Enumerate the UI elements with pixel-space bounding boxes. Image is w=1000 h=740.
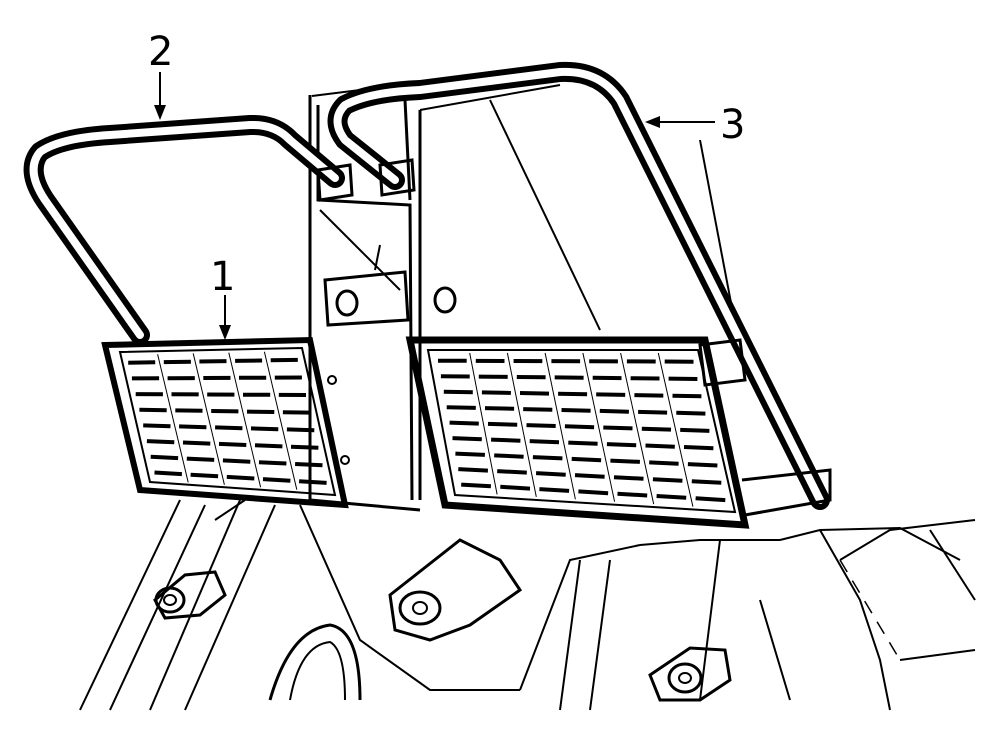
pivot-bracket-left [153, 570, 227, 620]
chassis-frame [79, 499, 976, 711]
pivot-bracket-center [388, 538, 523, 642]
cab-panel [308, 79, 741, 512]
step-left-grating [128, 351, 327, 490]
frame-arch [268, 623, 362, 701]
callout-2: 2 [148, 29, 173, 120]
callout-3: 3 [645, 102, 745, 148]
handrail-left [23, 114, 354, 345]
svg-text:2: 2 [148, 29, 173, 75]
callout-1: 1 [210, 254, 235, 340]
pivot-bracket-right [648, 646, 732, 702]
step-left [101, 336, 350, 509]
svg-text:3: 3 [720, 102, 745, 148]
step-right [405, 336, 750, 529]
step-right-grating [437, 352, 726, 507]
svg-text:1: 1 [210, 254, 235, 300]
